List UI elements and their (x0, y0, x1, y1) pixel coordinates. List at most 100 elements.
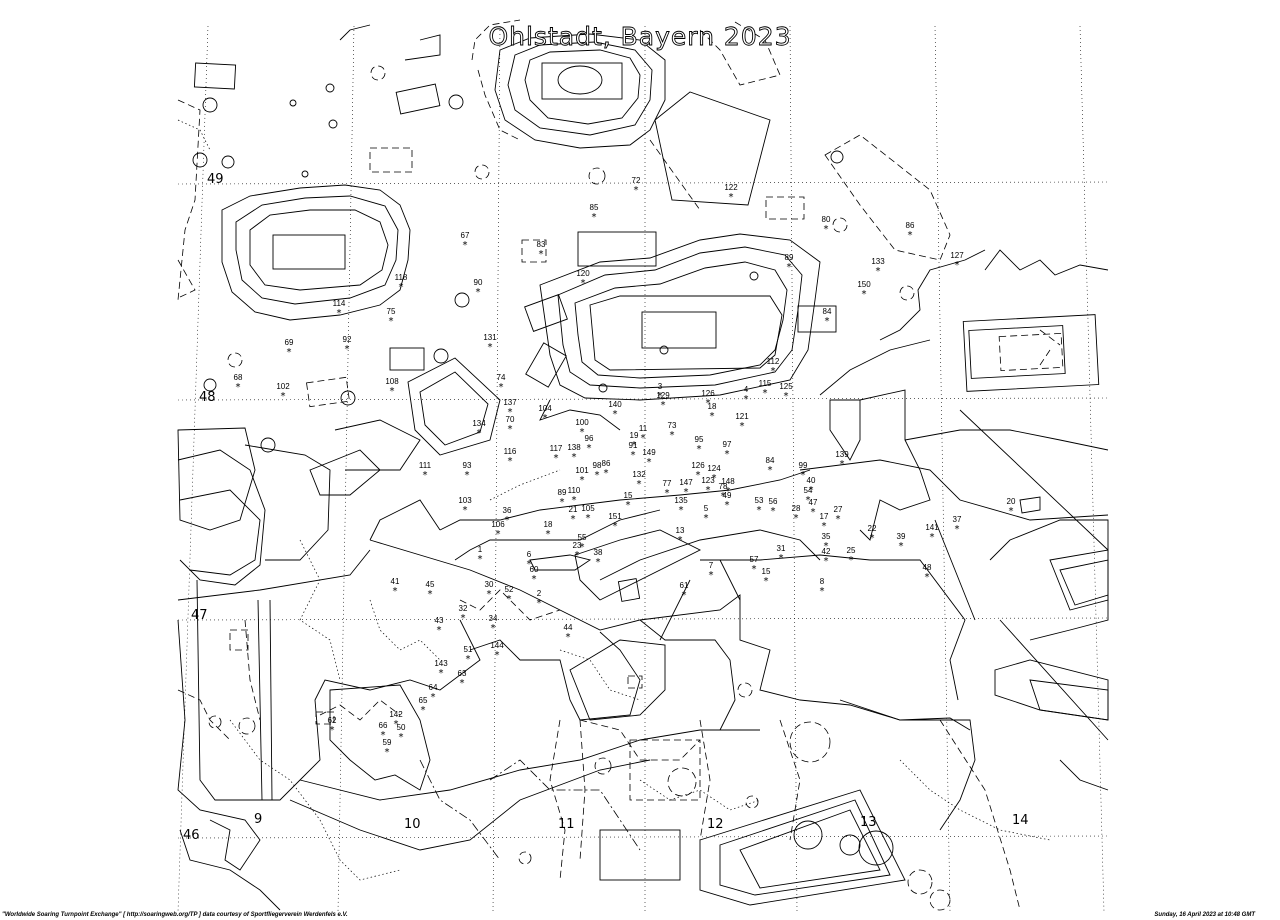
turnpoint-star-icon: * (495, 650, 500, 661)
turnpoint-id: 43 (435, 616, 444, 625)
turnpoint-id: 21 (569, 505, 578, 514)
turnpoint-marker: 97* (723, 440, 732, 460)
turnpoint-star-icon: * (477, 428, 482, 439)
turnpoint-star-icon: * (1009, 506, 1014, 517)
turnpoint-marker: 61* (680, 581, 689, 601)
turnpoint-star-icon: * (752, 564, 757, 575)
turnpoint-marker: 86* (602, 459, 611, 479)
turnpoint-id: 7 (709, 561, 714, 570)
turnpoint-star-icon: * (466, 654, 471, 665)
turnpoint-star-icon: * (744, 394, 749, 405)
turnpoint-marker: 125* (779, 382, 793, 402)
turnpoint-id: 106 (491, 520, 505, 529)
turnpoint-id: 124 (707, 464, 721, 473)
turnpoint-id: 108 (385, 377, 399, 386)
turnpoint-marker: 93* (463, 461, 472, 481)
turnpoint-id: 127 (950, 251, 964, 260)
turnpoint-star-icon: * (560, 497, 565, 508)
turnpoint-id: 59 (383, 738, 392, 747)
turnpoint-star-icon: * (862, 289, 867, 300)
grid-cell-label: 10 (404, 817, 421, 832)
turnpoint-marker: 39* (897, 532, 906, 552)
turnpoint-marker: 30* (485, 580, 494, 600)
turnpoint-id: 52 (505, 585, 514, 594)
turnpoint-star-icon: * (661, 400, 666, 411)
turnpoint-star-icon: * (876, 266, 881, 277)
turnpoint-id: 84 (766, 456, 775, 465)
turnpoint-star-icon: * (580, 475, 585, 486)
turnpoint-star-icon: * (596, 557, 601, 568)
turnpoint-id: 68 (234, 373, 243, 382)
turnpoint-id: 64 (429, 683, 438, 692)
turnpoint-marker: 135* (674, 496, 688, 516)
turnpoint-marker: 139* (835, 450, 849, 470)
footer-attribution: "Worldwide Soaring Turnpoint Exchange" [… (2, 912, 348, 918)
turnpoint-id: 1 (478, 545, 483, 554)
turnpoint-id: 98 (593, 461, 602, 470)
turnpoint-id: 15 (624, 491, 633, 500)
turnpoint-marker: 141* (925, 523, 939, 543)
turnpoint-marker: 89* (558, 488, 567, 508)
turnpoint-marker: 72* (632, 176, 641, 196)
turnpoint-star-icon: * (870, 533, 875, 544)
turnpoint-id: 61 (680, 581, 689, 590)
turnpoint-star-icon: * (801, 470, 806, 481)
turnpoint-marker: 151* (608, 512, 622, 532)
turnpoint-id: 143 (434, 659, 448, 668)
turnpoint-star-icon: * (527, 559, 532, 570)
turnpoint-id: 4 (744, 385, 749, 394)
turnpoint-star-icon: * (678, 535, 683, 546)
turnpoint-id: 51 (464, 645, 473, 654)
turnpoint-marker: 51* (464, 645, 473, 665)
turnpoint-marker: 105* (581, 504, 595, 524)
turnpoint-id: 84 (823, 307, 832, 316)
turnpoint-marker: 32* (459, 604, 468, 624)
map-title: Ohlstadt, Bayern 2023 (488, 22, 791, 51)
turnpoint-id: 53 (755, 496, 764, 505)
turnpoint-star-icon: * (641, 433, 646, 444)
turnpoint-star-icon: * (768, 465, 773, 476)
turnpoint-marker: 132* (632, 470, 646, 490)
turnpoint-marker: 49* (723, 491, 732, 511)
turnpoint-id: 6 (527, 550, 532, 559)
turnpoint-marker: 110* (568, 486, 581, 506)
turnpoint-marker: 19* (630, 431, 639, 451)
turnpoint-marker: 143* (434, 659, 448, 679)
turnpoint-marker: 124* (707, 464, 721, 484)
turnpoint-marker: 11* (639, 424, 648, 444)
turnpoint-marker: 43* (435, 616, 444, 636)
turnpoint-id: 138 (567, 443, 581, 452)
turnpoint-star-icon: * (809, 485, 814, 496)
turnpoint-marker: 106* (491, 520, 505, 540)
turnpoint-marker: 126* (701, 389, 715, 409)
turnpoint-marker: 47* (809, 498, 818, 518)
turnpoint-star-icon: * (658, 391, 663, 402)
turnpoint-star-icon: * (613, 409, 618, 420)
turnpoint-id: 13 (676, 526, 685, 535)
turnpoint-marker: 55* (578, 533, 587, 553)
turnpoint-id: 134 (472, 419, 486, 428)
turnpoint-marker: 35* (822, 532, 831, 552)
turnpoint-marker: 95* (695, 435, 704, 455)
turnpoint-id: 133 (871, 257, 885, 266)
grid-line (337, 25, 355, 913)
turnpoint-marker: 83* (537, 240, 546, 260)
turnpoint-marker: 150* (857, 280, 871, 300)
turnpoint-id: 35 (822, 532, 831, 541)
turnpoint-marker: 68* (234, 373, 243, 393)
turnpoint-marker: 18* (708, 402, 717, 422)
turnpoint-star-icon: * (631, 450, 636, 461)
turnpoint-star-icon: * (381, 730, 386, 741)
grid-line (177, 835, 1109, 839)
turnpoint-id: 140 (608, 400, 622, 409)
turnpoint-marker: 102* (276, 382, 290, 402)
turnpoint-marker: 22* (868, 524, 877, 544)
turnpoint-star-icon: * (423, 470, 428, 481)
turnpoint-id: 85 (590, 203, 599, 212)
map-grid (177, 25, 1109, 913)
turnpoint-star-icon: * (710, 411, 715, 422)
turnpoint-id: 131 (483, 333, 497, 342)
turnpoint-marker: 6* (527, 550, 532, 570)
turnpoint-star-icon: * (908, 230, 913, 241)
turnpoint-star-icon: * (575, 550, 580, 561)
